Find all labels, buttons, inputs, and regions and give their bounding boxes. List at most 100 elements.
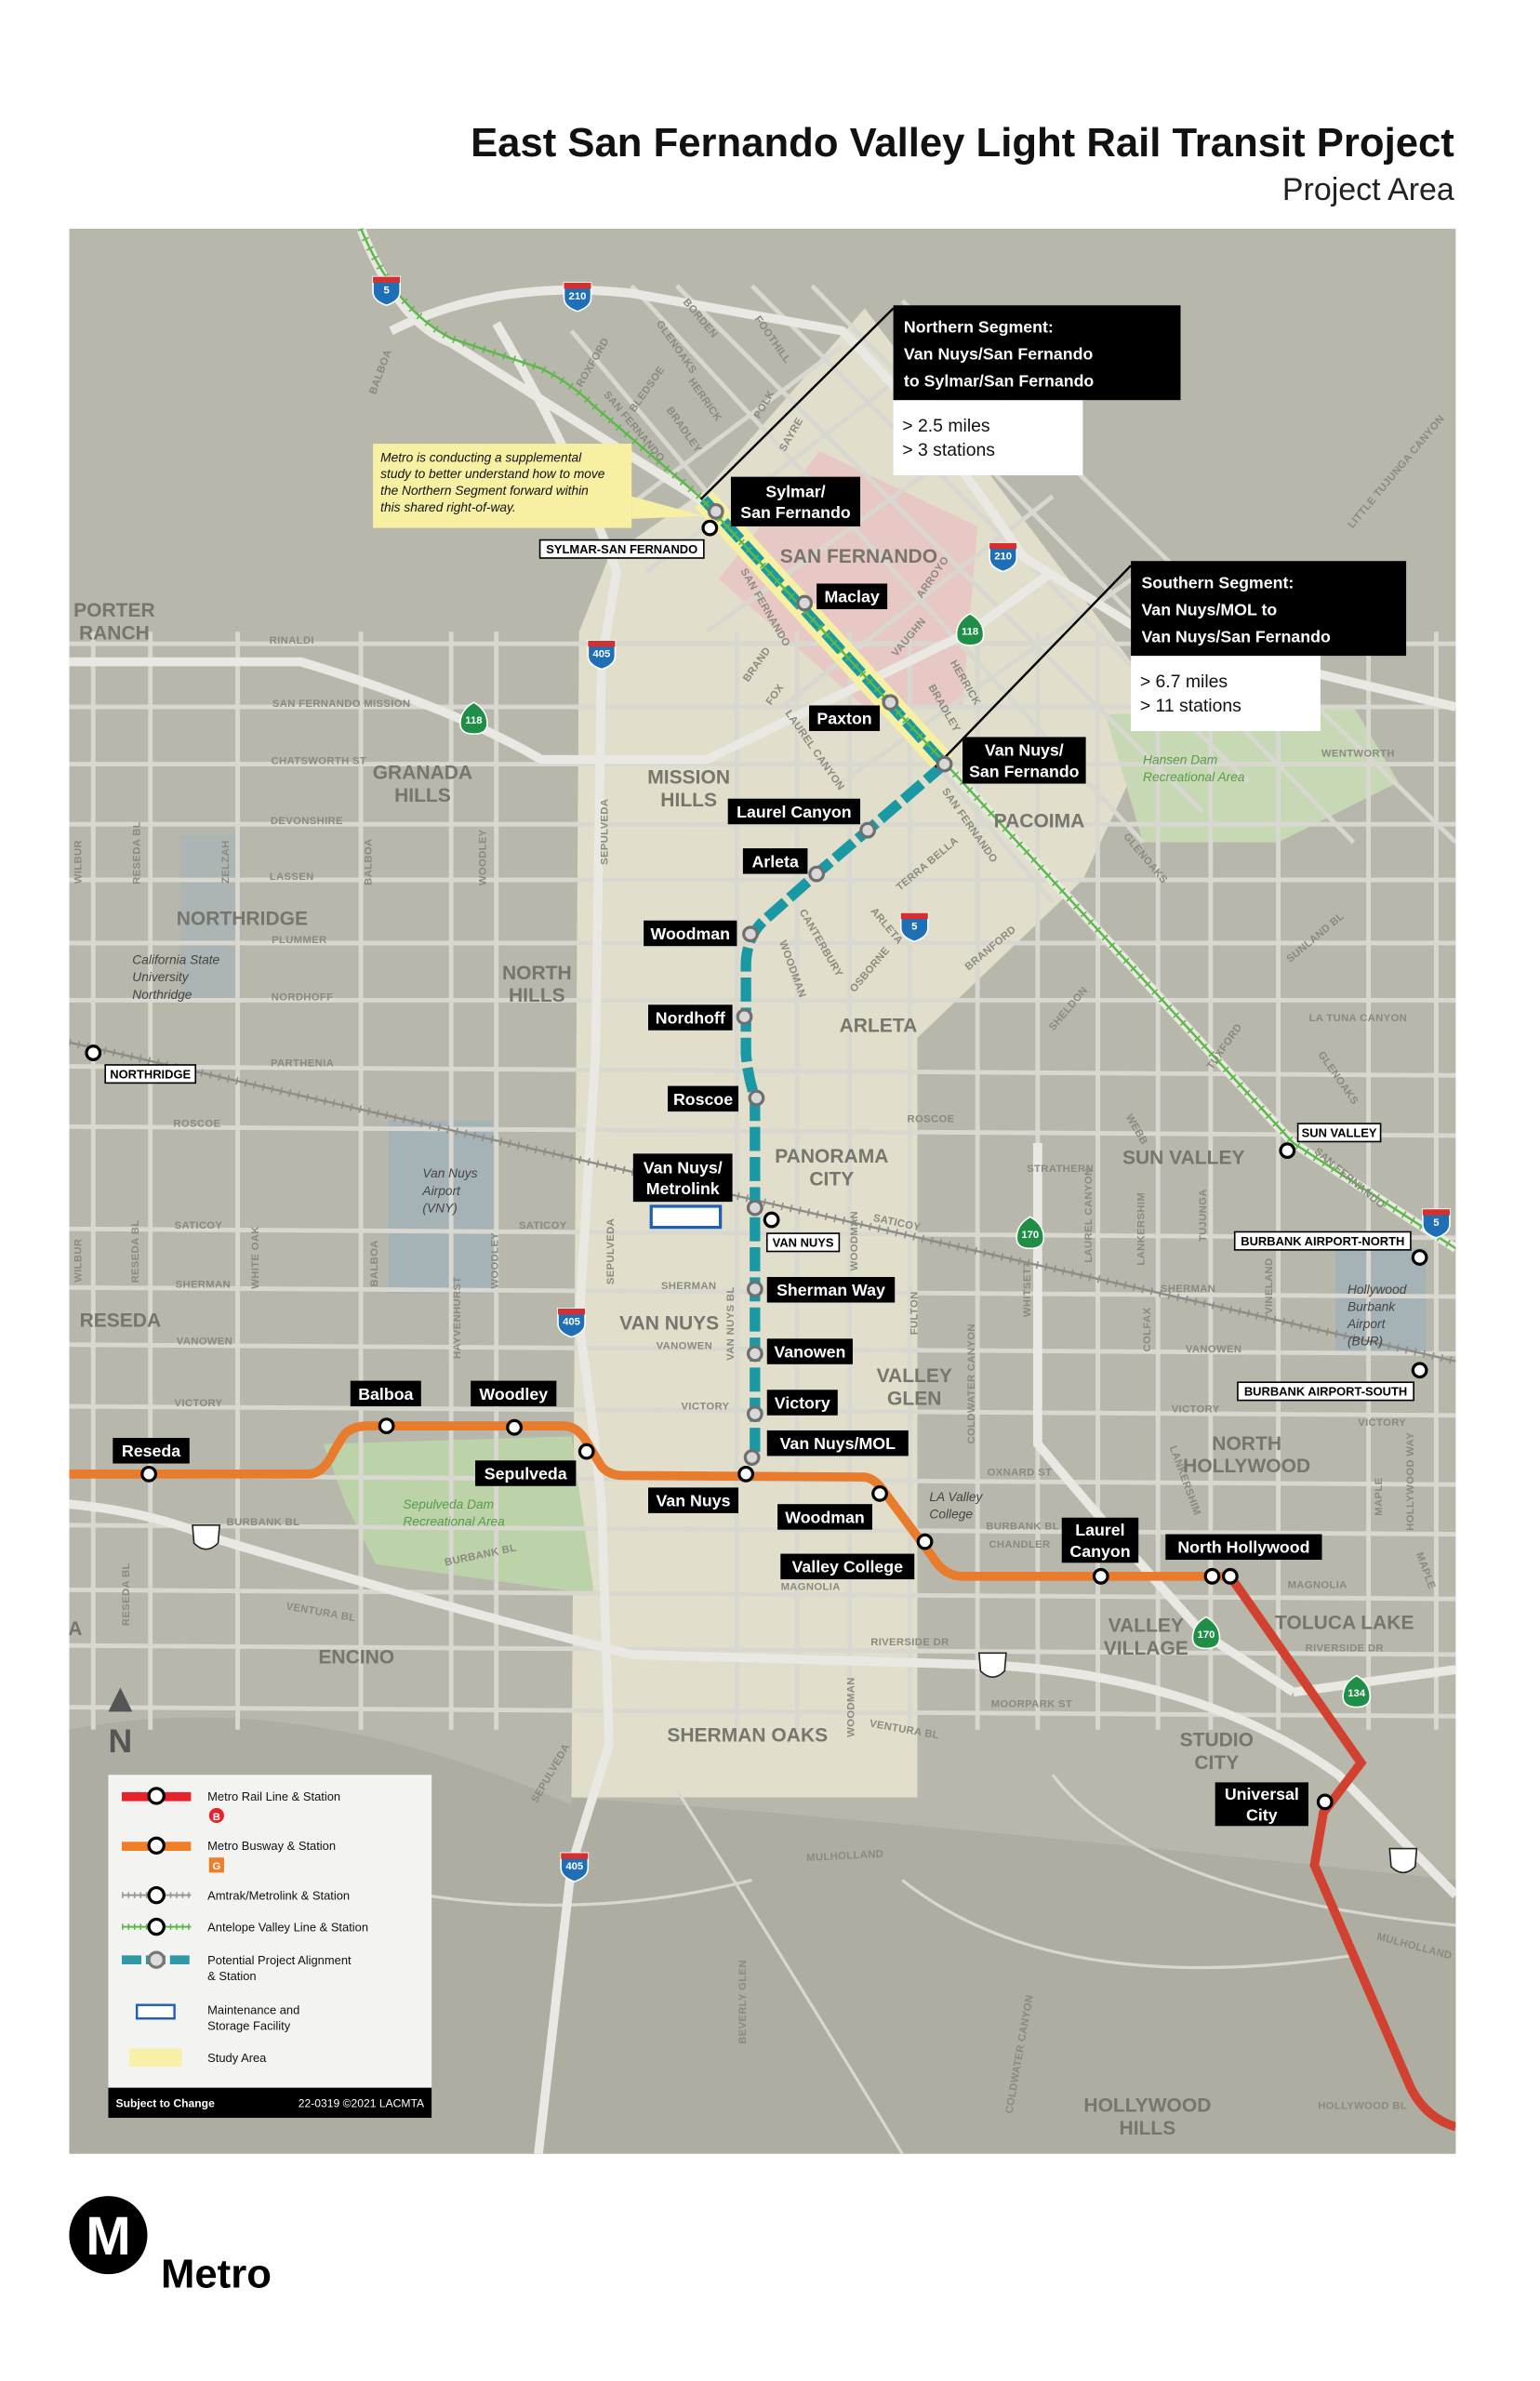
amtrak-metrolink-icon [121,1885,192,1905]
station-dot-icon[interactable] [1203,1567,1221,1585]
station-dot-icon[interactable] [701,519,719,537]
station-dot-icon[interactable] [746,1281,763,1297]
station-label: Universal [1225,1785,1299,1803]
station-dot-icon[interactable] [882,694,899,712]
busway-station[interactable]: Sepulveda [475,1443,595,1486]
station-dot-icon[interactable] [1279,1142,1296,1160]
state-shield-icon: 170 [1016,1216,1045,1250]
busway-station[interactable]: Reseda [113,1438,190,1483]
station-dot-icon[interactable] [1316,1793,1334,1811]
northern-stat-miles: > 2.5 miles [902,416,989,436]
street-label: WOODLEY [489,1232,500,1289]
station-dot-icon[interactable] [871,1484,888,1502]
street-label: WOODMAN [849,1211,860,1270]
station-dot-icon[interactable] [1221,1567,1239,1585]
station-label: Paxton [816,710,871,728]
station-dot-icon[interactable] [859,821,877,839]
project-station[interactable]: Laurel Canyon [727,798,877,839]
busway-station[interactable]: North Hollywood [1165,1534,1322,1585]
community-label: NORTH [502,963,572,984]
project-station[interactable]: Van Nuys/MOL [743,1430,909,1466]
station-dot-icon[interactable] [748,1089,765,1107]
street-label: ZELZAH [220,840,232,884]
metrolink-station[interactable]: BURBANK AIRPORT-NORTH [1233,1230,1428,1266]
metro-busway-icon [121,1836,192,1855]
station-dot-icon[interactable] [742,925,759,943]
station-dot-icon[interactable] [763,1211,780,1229]
station-dot-icon[interactable] [743,1449,761,1466]
north-arrow: N [108,1687,133,1760]
community-label: SHERMAN OAKS [667,1725,828,1747]
community-label: GRANADA [373,763,472,784]
station-dot-icon[interactable] [378,1417,395,1434]
station-dot-icon[interactable] [578,1443,595,1460]
busway-station[interactable]: Woodley [471,1380,557,1436]
street-label: RIVERSIDE DR [870,1637,949,1648]
station-label: Woodman [651,924,731,943]
southern-callout-leader [935,565,1132,768]
station-dot-icon[interactable] [1092,1567,1109,1585]
busway-station[interactable]: Woodman [777,1484,888,1530]
project-station[interactable]: Roscoe [668,1085,765,1112]
station-dot-icon[interactable] [736,1008,753,1026]
busway-station[interactable]: Balboa [350,1380,421,1434]
community-label: CITY [809,1168,854,1190]
station-dot-icon[interactable] [796,594,814,612]
project-station[interactable]: Maclay [796,583,888,612]
station-dot-icon[interactable] [140,1465,157,1483]
project-station[interactable]: Vanowen [746,1338,853,1364]
project-station[interactable]: Woodman [644,920,759,947]
metrolink-station[interactable]: BURBANK AIRPORT-SOUTH [1237,1362,1428,1402]
station-dot-icon[interactable] [1411,1362,1428,1379]
busway-station[interactable]: Van Nuys [648,1465,755,1513]
project-station[interactable]: Sylmar/San Fernando [707,476,861,527]
station-dot-icon[interactable] [746,1405,763,1423]
metrolink-station[interactable]: SUN VALLEY [1279,1123,1382,1160]
project-station[interactable]: Arleta [742,848,826,883]
street-label: BURBANK BL [986,1522,1059,1533]
metrolink-station[interactable]: NORTHRIDGE [85,1044,197,1084]
station-label: Van Nuys [657,1492,731,1510]
note-line: the Northern Segment forward within [380,484,589,498]
station-label: Laurel [1075,1521,1124,1539]
station-dot-icon[interactable] [746,1345,763,1363]
station-dot-icon[interactable] [936,755,953,773]
antelope-valley-icon [121,1917,192,1936]
project-station[interactable]: Paxton [809,694,899,731]
street-label: RESEDA BL [121,1563,132,1626]
station-dot-icon[interactable] [506,1418,523,1436]
station-dot-icon[interactable] [916,1533,934,1550]
metrolink-station-label: SUN VALLEY [1302,1126,1377,1140]
project-station[interactable]: Sherman Way [746,1276,896,1303]
busway-station[interactable]: Valley College [780,1533,934,1580]
shield-number: 405 [565,1861,583,1872]
hill-road [1051,1774,1456,1927]
street-line [644,374,904,574]
street-label: VAN NUYS BL [725,1286,737,1360]
maintenance-storage-facility[interactable] [649,1204,723,1230]
project-station[interactable]: Van Nuys/Metrolink [632,1153,763,1217]
street-line [69,1342,1456,1356]
station-dot-icon[interactable] [1411,1249,1428,1266]
amtrak-metrolink-line [69,1041,1456,1363]
station-dot-icon[interactable] [808,865,826,883]
station-dot-icon[interactable] [737,1465,755,1483]
project-station[interactable]: Victory [746,1390,838,1423]
project-station[interactable]: Nordhoff [648,1004,753,1031]
street-label: CHANDLER [989,1539,1050,1550]
metro-logo-letter: M [86,2206,130,2267]
station-dot-icon[interactable] [746,1199,763,1217]
station-dot-icon[interactable] [85,1044,102,1061]
community-label: NORTHRIDGE [177,909,308,930]
community-label: STUDIO [1180,1730,1254,1751]
metrolink-station[interactable]: VAN NUYS [763,1211,841,1253]
project-station[interactable]: Van Nuys/San Fernando [936,737,1086,784]
metrolink-station[interactable]: SYLMAR-SAN FERNANDO [538,519,719,559]
street-label: STRATHERN [1027,1164,1094,1175]
station-dot-icon[interactable] [707,502,724,520]
